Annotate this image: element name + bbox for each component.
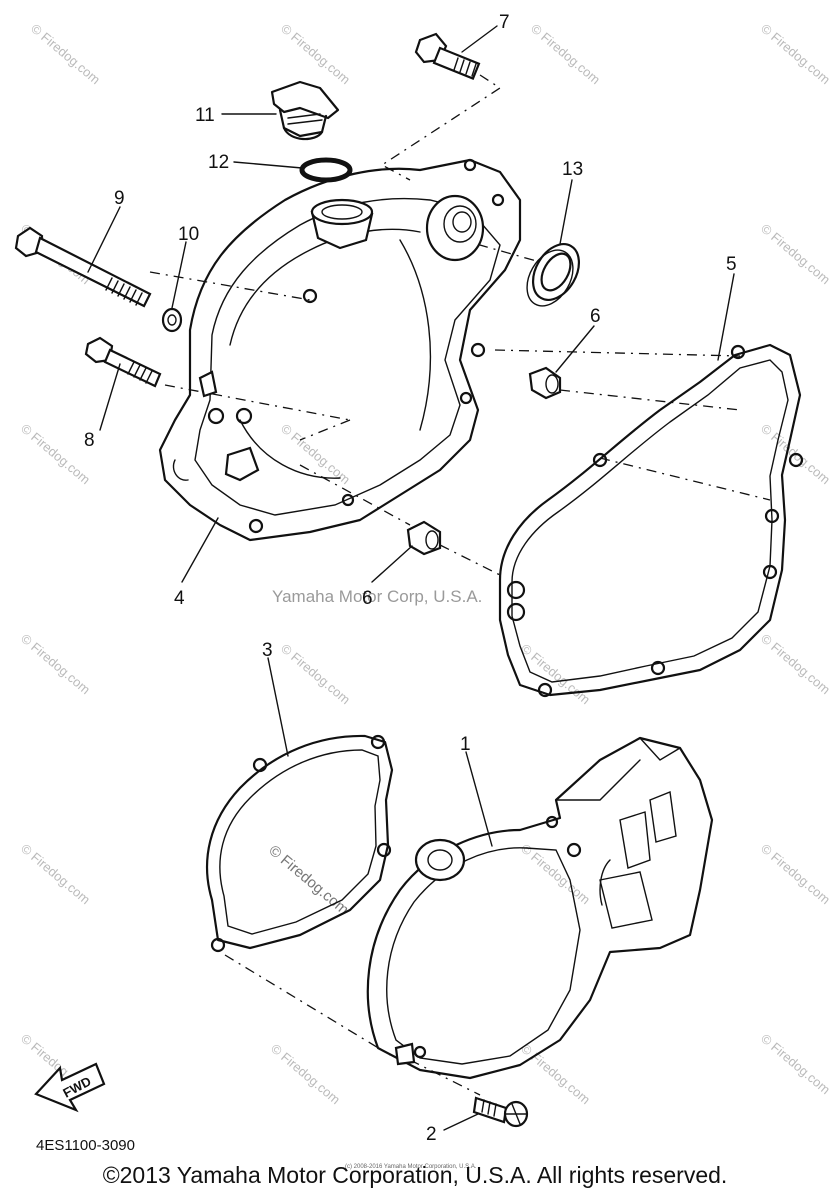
callout-4: 4 xyxy=(174,588,185,609)
dowel-pin-part-6-upper[interactable] xyxy=(528,366,562,400)
watermark-text: © Firedog.com xyxy=(758,631,830,697)
alignment-lines xyxy=(149,74,771,1096)
callout-2: 2 xyxy=(426,1124,437,1145)
callout-5: 5 xyxy=(726,254,737,275)
tiny-copyright-note: (c) 2008-2016 Yamaha Motor Corporation, … xyxy=(345,1164,477,1170)
gasket-part-5[interactable] xyxy=(498,343,804,698)
o-ring-part-12[interactable] xyxy=(299,157,353,183)
callout-1: 1 xyxy=(460,734,471,755)
watermark-text: © Firedog.com xyxy=(278,641,353,707)
watermark-text: © Firedog.com xyxy=(758,221,830,287)
middle-watermark: © Firedog.com xyxy=(265,842,351,918)
watermark-text: © Firedog.com xyxy=(758,21,830,87)
callout-12: 12 xyxy=(208,152,229,173)
callout-10: 10 xyxy=(178,224,199,245)
long-bolt-part-9[interactable] xyxy=(14,226,152,308)
watermark-text: © Firedog.com xyxy=(518,641,593,707)
watermark-text: © Firedog.com xyxy=(18,631,93,697)
callout-13: 13 xyxy=(562,159,583,180)
callout-8: 8 xyxy=(84,430,95,451)
callout-3: 3 xyxy=(262,640,273,661)
oil-seal-part-13[interactable] xyxy=(518,236,589,314)
watermark-text: © Firedog.com xyxy=(518,1041,593,1107)
clutch-cover-part-1[interactable] xyxy=(366,736,714,1080)
leader-lines xyxy=(87,25,735,1131)
forward-arrow-icon: FWD xyxy=(34,1062,106,1113)
bolt-part-7[interactable] xyxy=(414,32,481,81)
callout-11: 11 xyxy=(195,105,215,126)
washer-part-10[interactable] xyxy=(161,307,183,333)
bolt-part-8[interactable] xyxy=(84,336,162,388)
oil-cap-part-11[interactable] xyxy=(270,80,340,141)
watermark-text: © Firedog.com xyxy=(28,21,103,87)
crankcase-cover-part-4[interactable] xyxy=(158,158,522,542)
watermark-text: © Firedog.com xyxy=(278,21,353,87)
watermark-text: © Firedog.com xyxy=(268,1041,343,1107)
center-watermark: Yamaha Motor Corp, U.S.A. xyxy=(272,587,482,606)
watermark-layer: © Firedog.com © Firedog.com © Firedog.co… xyxy=(18,21,830,1107)
watermark-text: © Firedog.com xyxy=(18,841,93,907)
copyright-notice: ©2013 Yamaha Motor Corporation, U.S.A. A… xyxy=(102,1162,728,1188)
callout-6-lower: 6 xyxy=(362,588,373,609)
watermark-text: © Firedog.com xyxy=(18,421,93,487)
diagram-code: 4ES1100-3090 xyxy=(36,1137,135,1154)
watermark-text: © Firedog.com xyxy=(758,841,830,907)
dowel-pin-part-6-lower[interactable] xyxy=(406,520,442,556)
watermark-text: © Firedog.com xyxy=(758,1031,830,1097)
watermark-text: © Firedog.com xyxy=(528,21,603,87)
callout-6-upper: 6 xyxy=(590,306,601,327)
screw-part-2[interactable] xyxy=(472,1096,529,1128)
callout-7: 7 xyxy=(499,12,510,33)
callout-labels: 7 11 12 13 9 10 5 6 8 4 6 3 1 2 xyxy=(84,12,737,1145)
gasket-part-3[interactable] xyxy=(205,734,394,953)
callout-9: 9 xyxy=(114,188,125,209)
